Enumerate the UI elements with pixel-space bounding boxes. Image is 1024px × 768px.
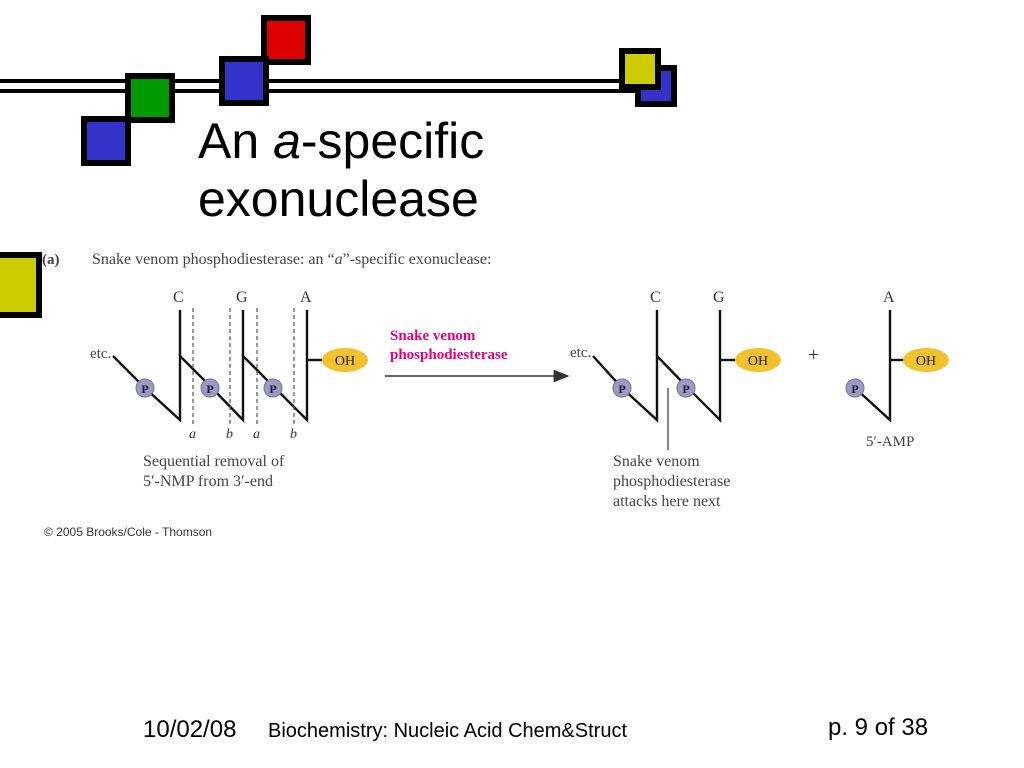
amp-phosphate: P — [845, 378, 865, 398]
left-phosphate-2: P — [200, 378, 220, 398]
left-base-g: G — [236, 289, 248, 306]
header-rule-bottom — [0, 89, 650, 93]
title-prefix: An — [198, 113, 274, 169]
footer-course: Biochemistry: Nucleic Acid Chem&Struct — [268, 720, 628, 742]
yellow-square-left — [0, 252, 42, 318]
slide-title: An a-specific exonuclease — [198, 112, 484, 228]
blue-square-left — [81, 116, 131, 166]
right-phosphate-2-label: P — [682, 382, 689, 396]
right-phosphate-2: P — [676, 378, 696, 398]
title-line2: exonuclease — [198, 171, 479, 227]
left-phosphate-1-label: P — [141, 382, 148, 396]
left-hydroxyl-label: OH — [335, 354, 355, 369]
amp-backbone — [854, 310, 892, 423]
right-phosphate-1-label: P — [618, 382, 625, 396]
site-label-b1: b — [226, 427, 233, 442]
right-phosphate-1: P — [612, 378, 632, 398]
title-suffix: -specific — [300, 113, 485, 169]
panel-label: (a) — [42, 252, 60, 268]
right-base-g: G — [713, 289, 725, 306]
caption-italic: a — [335, 251, 343, 268]
red-square — [261, 15, 311, 65]
caption-suffix: ”-specific exonuclease: — [343, 251, 492, 268]
left-phosphate-3: P — [263, 378, 283, 398]
right-note-line1: Snake venom — [613, 453, 700, 470]
left-hydroxyl: OH — [322, 348, 368, 372]
enzyme-label-line1: Snake venom — [390, 328, 476, 344]
right-base-c: C — [650, 289, 661, 306]
footer-page-number: p. 9 of 38 — [828, 714, 929, 741]
right-hydroxyl: OH — [735, 348, 781, 372]
yellow-square-right — [619, 48, 661, 90]
left-phosphate-3-label: P — [269, 382, 276, 396]
footer-date: 10/02/08 — [143, 716, 237, 743]
left-etc-label: etc. — [90, 346, 111, 362]
site-label-a1: a — [189, 427, 196, 442]
right-etc-label: etc. — [570, 345, 591, 361]
left-base-c: C — [173, 289, 184, 306]
amp-phosphate-label: P — [851, 382, 858, 396]
exonuclease-diagram: (a) Snake venom phosphodiesterase: an “a… — [42, 251, 949, 539]
plus-sign: + — [808, 344, 819, 366]
amp-label: 5′-AMP — [866, 434, 914, 450]
right-hydroxyl-label: OH — [748, 354, 768, 369]
left-note-line2: 5′-NMP from 3′-end — [143, 473, 273, 490]
left-phosphate-1: P — [135, 378, 155, 398]
left-base-a: A — [300, 289, 312, 306]
amp-hydroxyl: OH — [903, 348, 949, 372]
enzyme-label-line2: phosphodiesterase — [390, 347, 508, 363]
blue-square-top — [219, 56, 269, 106]
caption-prefix: Snake venom phosphodiesterase: an “ — [92, 251, 335, 268]
amp-hydroxyl-label: OH — [916, 354, 936, 369]
amp-base-a: A — [883, 289, 895, 306]
green-square — [125, 73, 175, 123]
right-note-line2: phosphodiesterase — [613, 473, 730, 490]
left-note-line1: Sequential removal of — [143, 453, 285, 470]
title-italic: a — [273, 113, 301, 169]
site-label-a2: a — [253, 427, 260, 442]
site-label-b2: b — [290, 427, 297, 442]
left-strand-backbone — [112, 310, 309, 423]
header-rule-top — [0, 79, 650, 83]
left-phosphate-2-label: P — [206, 382, 213, 396]
figure-caption: Snake venom phosphodiesterase: an “a”-sp… — [92, 251, 491, 268]
right-note-line3: attacks here next — [613, 493, 721, 510]
copyright-text: © 2005 Brooks/Cole - Thomson — [44, 525, 212, 539]
